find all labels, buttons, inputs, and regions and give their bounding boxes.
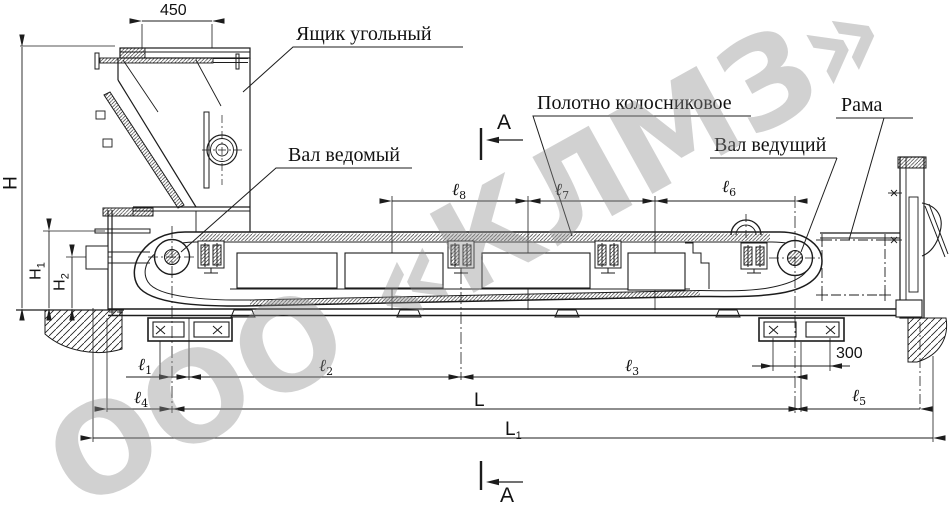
extension-lines [16, 24, 934, 442]
chain-guard [730, 214, 762, 238]
dim-450: 450 [160, 2, 187, 19]
bearing-stand [740, 242, 768, 274]
dim-L: L [474, 390, 485, 411]
bearing-stand [197, 240, 225, 274]
dim-l2: ℓ2 [319, 356, 334, 378]
foundation-left [44, 309, 123, 354]
gate-plate [103, 91, 185, 209]
section-mark-a-top: А [497, 111, 512, 134]
callout-leaders [180, 46, 913, 253]
belt-outer [133, 231, 823, 307]
support-bar [102, 207, 154, 217]
bearing-stand [594, 240, 622, 274]
dim-H1: H1 [27, 262, 48, 280]
handwheel [202, 115, 242, 185]
label-grate-belt: Полотно колосниковое [537, 92, 732, 114]
foot-left [147, 317, 233, 342]
bearing-stand [447, 240, 475, 274]
dim-l1: ℓ1 [138, 355, 153, 377]
support-feet [109, 299, 921, 342]
bearing-stands [197, 214, 768, 274]
dim-l5: ℓ5 [852, 386, 867, 408]
dim-l3: ℓ3 [625, 356, 640, 378]
drive-mount-outline [821, 239, 886, 296]
foundation-right [907, 317, 948, 363]
dimension-lines [19, 18, 946, 441]
dim-l8: ℓ8 [452, 180, 467, 202]
dim-l7: ℓ7 [555, 180, 570, 202]
dim-H: H [0, 176, 22, 190]
foundation-hatching [44, 309, 948, 363]
section-mark-lines [479, 128, 523, 490]
label-driven-shaft: Вал ведомый [288, 144, 400, 166]
label-drive-shaft: Вал ведущий [714, 134, 827, 156]
dim-l6: ℓ6 [722, 177, 737, 199]
label-frame: Рама [841, 94, 883, 116]
drive-mount-corners [816, 234, 891, 301]
dim-300: 300 [836, 345, 863, 362]
section-mark-a-bottom: А [500, 484, 515, 507]
dim-H2: H2 [51, 273, 72, 291]
end-frame [888, 156, 949, 319]
conveyor-body [85, 210, 900, 318]
foot-right [758, 317, 845, 342]
frame-bolts [888, 189, 902, 244]
drive-pulley [769, 239, 823, 277]
dim-L1: L1 [505, 419, 522, 442]
label-coal-box: Ящик угольный [296, 23, 432, 45]
anchor-pluses [109, 299, 921, 315]
belt-bottom-run [250, 290, 700, 306]
belt-top-run [200, 233, 770, 241]
coal-hopper [94, 47, 251, 232]
dim-l4: ℓ4 [134, 388, 149, 410]
